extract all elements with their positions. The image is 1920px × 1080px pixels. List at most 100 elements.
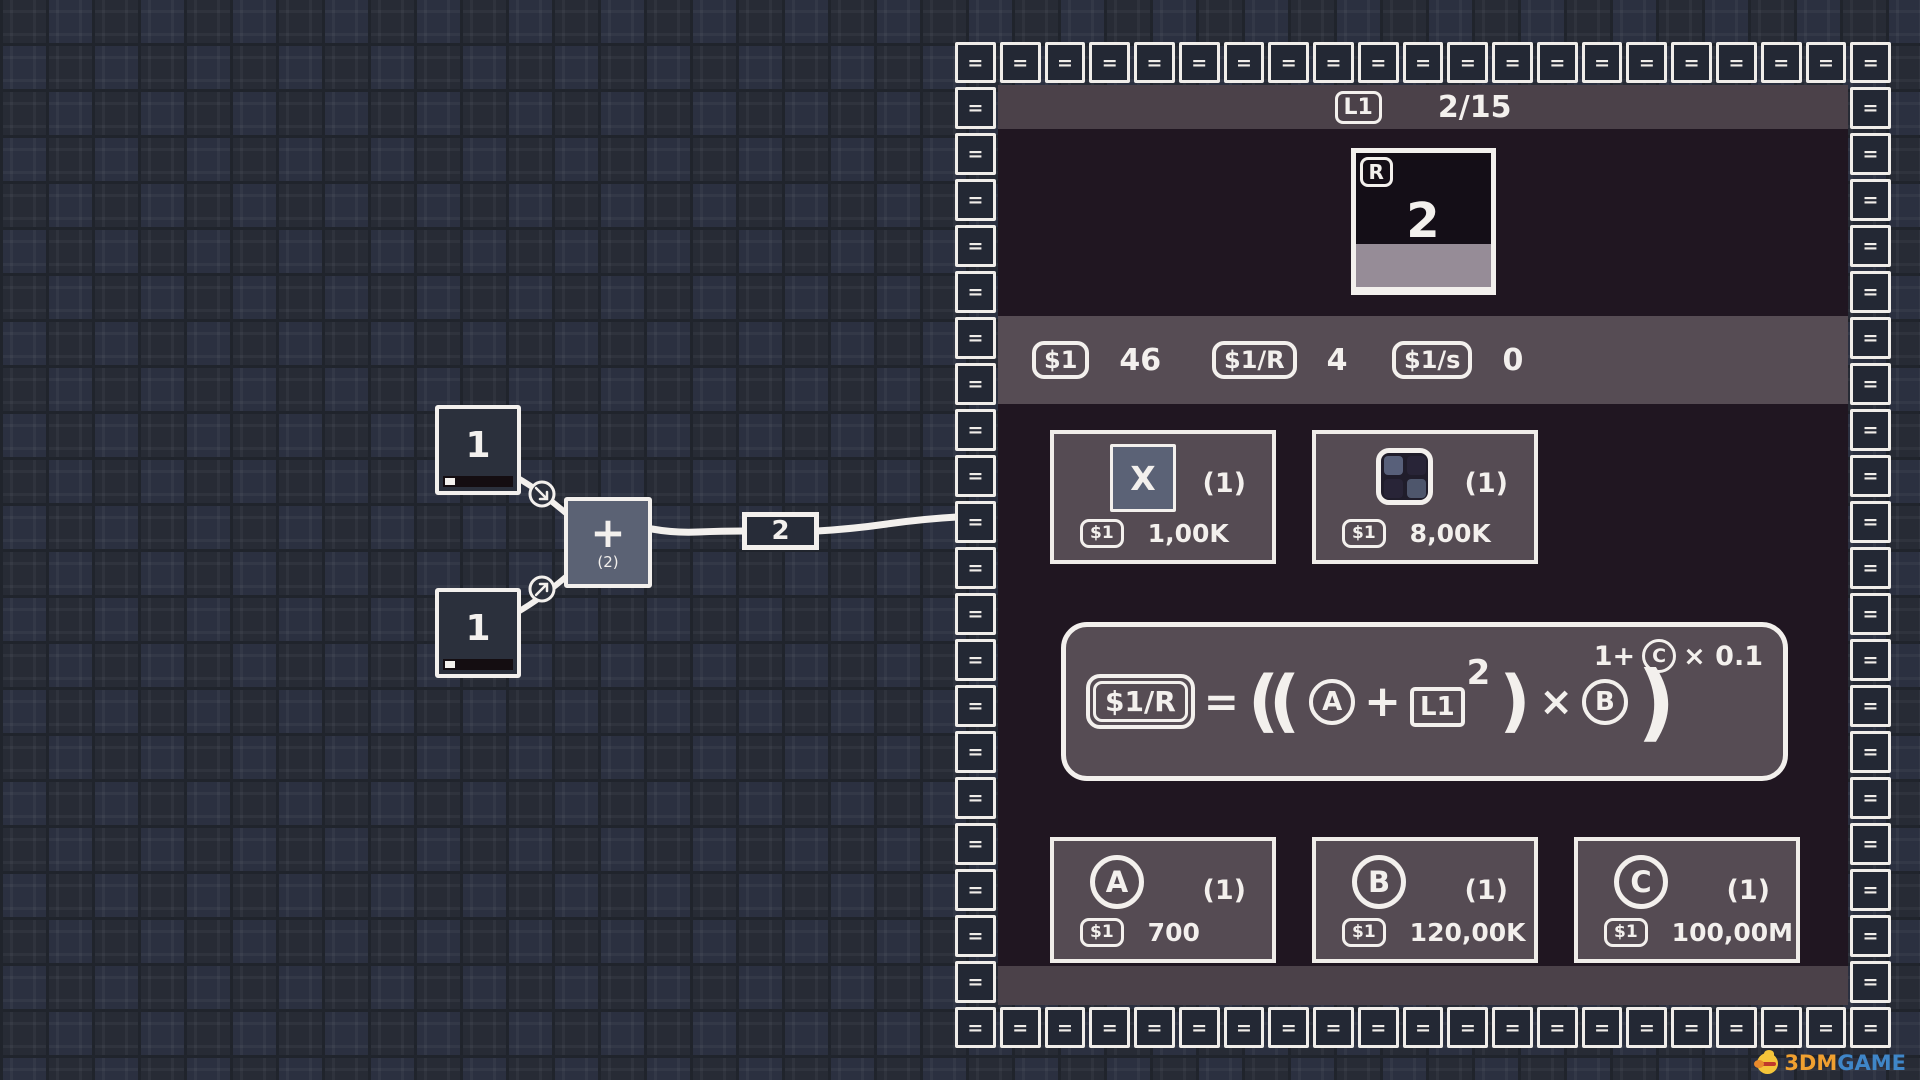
border-tile: = [1134,42,1175,83]
border-tile: = [955,639,996,681]
buy-grid-expansion-button[interactable]: (1) $1 8,00K [1312,430,1538,564]
equals-icon: = [1862,327,1879,349]
currency-badge: $1 [1080,918,1124,947]
equals-icon: = [967,971,984,993]
border-tile: = [955,823,996,865]
equals-icon: = [1773,51,1790,74]
currency-badge: $1 [1342,918,1386,947]
cost-row: $1 100,00M [1604,918,1793,947]
equals-icon: = [1862,465,1879,487]
border-tile: = [1357,1007,1399,1048]
variables-row: A (1) $1 700 B (1) $1 120,00K C [1050,837,1800,963]
resource-tag-badge: R [1359,157,1393,187]
border-tile: = [1402,1007,1444,1048]
currency-badge: $1 [1342,519,1386,548]
wire-to-panel [813,513,961,535]
buy-var-c-button[interactable]: C (1) $1 100,00M [1574,837,1800,963]
border-tile: = [955,547,996,589]
money-value: 46 [1119,342,1162,378]
equals-icon: = [1773,1016,1790,1039]
plus-icon: + [590,507,626,557]
buy-var-b-button[interactable]: B (1) $1 120,00K [1312,837,1538,963]
border-tile: = [1805,1007,1847,1048]
equals-icon: = [1549,1016,1566,1039]
node-progress-bar [443,476,513,487]
border-tile: = [955,915,996,957]
border-tile: = [1716,1007,1757,1048]
equals-icon: = [1862,741,1879,763]
border-tile: = [1671,1007,1713,1048]
border-tile: = [955,961,996,1003]
equals-icon: = [1728,51,1745,74]
equals-icon: = [1862,1016,1879,1039]
open-parens: (( [1247,661,1300,741]
equals-icon: = [1012,1016,1029,1039]
node-progress-bar [443,659,513,670]
border-tile: = [955,409,996,451]
equals-icon: = [967,649,984,671]
border-tile: = [955,225,996,267]
port-top[interactable] [528,480,556,508]
watermark-game: GAME [1837,1051,1906,1075]
border-tile: = [1850,317,1891,359]
owned-count: (1) [1464,468,1508,499]
equals-icon: = [1862,97,1879,119]
border-tile: = [1850,685,1891,727]
border-tile: = [1626,42,1668,83]
equals-icon: = [1191,1016,1208,1039]
resource-value: 2 [1406,193,1440,249]
buy-var-a-button[interactable]: A (1) $1 700 [1050,837,1276,963]
cost-row: $1 700 [1080,918,1200,947]
var-a-icon: A [1090,855,1144,909]
equals-icon: = [1862,695,1879,717]
border-tile: = [1850,225,1891,267]
border-tile: = [1850,869,1891,911]
border-tile: = [955,455,996,497]
border-tile: = [1089,1007,1131,1048]
equals-icon: = [1101,51,1118,74]
resource-card[interactable]: R 2 [1350,148,1496,295]
border-tile: = [1447,1007,1489,1048]
money-per-s-value: 0 [1502,342,1524,378]
border-tile: = [1716,42,1757,83]
equals-icon: = [1370,1016,1387,1039]
border-tile: = [955,869,996,911]
equals-icon: = [1236,51,1252,74]
port-bottom[interactable] [528,575,556,603]
border-tile: = [1850,363,1891,405]
var-b-icon: B [1352,855,1406,909]
equals-icon: = [1862,419,1879,441]
input-node-bottom[interactable]: 1 [435,588,521,678]
equals-icon: = [1862,879,1879,901]
money-per-r-badge: $1/R [1212,341,1297,379]
operator-count: (2) [597,552,619,571]
owned-count: (1) [1202,468,1246,499]
bird-logo-icon [1754,1050,1782,1076]
buy-x-multiplier-button[interactable]: X (1) $1 1,00K [1050,430,1276,564]
border-tile: = [955,1007,996,1048]
border-tile: = [1313,1007,1354,1048]
border-tile: = [1402,42,1444,83]
owned-count: (1) [1726,875,1770,906]
node-value: 1 [465,607,491,649]
cost-value: 100,00M [1671,918,1794,947]
border-tile: = [1850,1007,1892,1048]
money-per-r-value: 4 [1326,342,1348,378]
equals-icon: = [1191,51,1208,74]
operator-node-plus[interactable]: + (2) [564,497,652,588]
border-tile: = [1850,823,1891,865]
equals-icon: = [1549,51,1566,74]
equals-icon: = [967,511,984,533]
border-tile: = [1850,777,1891,819]
equals-icon: = [1862,51,1879,74]
equals-icon: = [1594,1016,1611,1039]
input-node-top[interactable]: 1 [435,405,521,495]
border-tile: = [1850,455,1891,497]
panel-border-right: = =================== [1848,85,1893,1005]
formula-box: $1/R = (( A + L1 2 ) × B ) 1+ [1061,622,1788,781]
border-tile: = [999,42,1041,83]
border-tile: = [955,731,996,773]
equals-icon: = [967,51,984,74]
equals-icon: = [1862,971,1879,993]
